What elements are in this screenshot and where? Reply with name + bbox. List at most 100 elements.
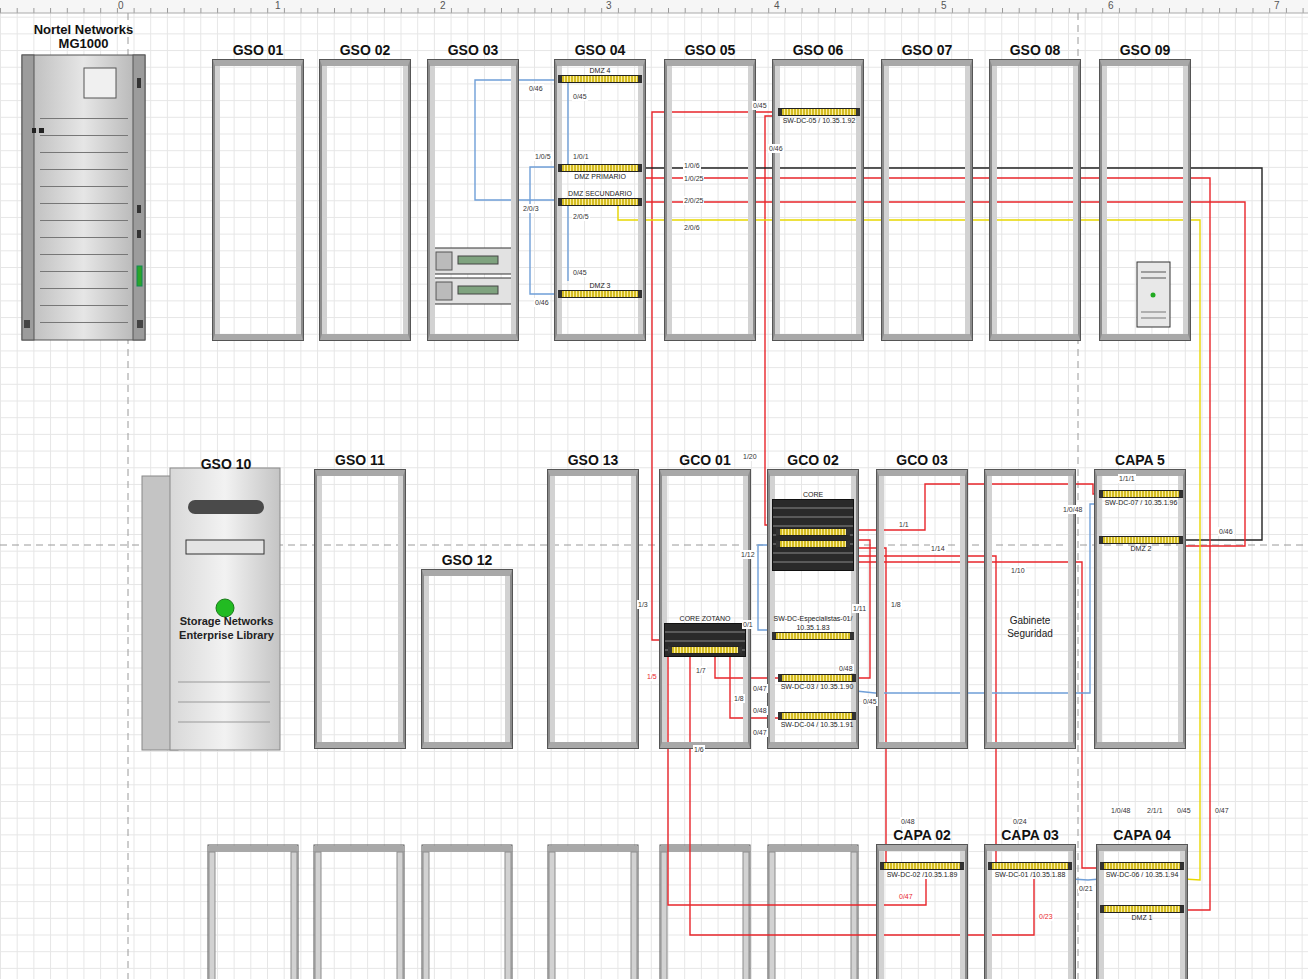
network-switch: SW-DC-06 / 10.35.1.94 xyxy=(1100,862,1184,879)
network-cable xyxy=(618,206,1200,880)
ruler-number: 4 xyxy=(774,0,780,12)
core-switch: CORE xyxy=(772,490,854,571)
rack-title: GSO 07 xyxy=(864,42,990,58)
switch-label: SW-DC-01 /10.35.1.88 xyxy=(988,870,1072,879)
chassis xyxy=(772,499,854,571)
rack-cabinet: GSO 06SW-DC-05 / 10.35.1.92 xyxy=(773,60,863,340)
port-label: 0/47 xyxy=(898,892,914,901)
port-label: 1/0/48 xyxy=(1110,806,1131,815)
network-switch: SW-DC-07 / 10.35.1.96 xyxy=(1099,490,1183,507)
network-cable xyxy=(567,83,568,164)
rack-title: CAPA 03 xyxy=(967,827,1093,843)
switch-ports xyxy=(778,712,856,720)
switch-ports xyxy=(558,164,642,172)
tower-server xyxy=(1137,262,1170,327)
switch-ports xyxy=(1099,536,1183,544)
rack-title: CAPA 04 xyxy=(1079,827,1205,843)
rack-title: GSO 03 xyxy=(410,42,536,58)
network-switch: SW-DC-02 /10.35.1.89 xyxy=(880,862,964,879)
port-label: 1/8 xyxy=(733,694,745,703)
switch-label: CORE xyxy=(772,490,854,499)
network-switch: DMZ 2 xyxy=(1099,536,1183,553)
tape-library: GSO 10Storage Networks Enterprise Librar… xyxy=(142,468,280,750)
port-label: 1/0/25 xyxy=(683,174,704,183)
network-cable xyxy=(642,202,1245,546)
rack-server xyxy=(431,248,515,304)
switch-label: SW-DC-02 /10.35.1.89 xyxy=(880,870,964,879)
rack-title: GSO 01 xyxy=(195,42,321,58)
port-label: 0/46 xyxy=(768,144,784,153)
port-label: 0/24 xyxy=(1012,817,1028,826)
rack-title: GSO 08 xyxy=(972,42,1098,58)
port-label: 2/0/25 xyxy=(683,196,704,205)
rack-title: GCO 02 xyxy=(750,452,876,468)
port-label: 0/46 xyxy=(534,298,550,307)
switch-label: SW-DC-06 / 10.35.1.94 xyxy=(1100,870,1184,879)
ruler-number: 1 xyxy=(275,0,281,12)
rack-cabinet: GSO 03 xyxy=(428,60,518,340)
port-label: 0/45 xyxy=(1176,806,1192,815)
rack-title: GSO 05 xyxy=(647,42,773,58)
port-label: 0/47 xyxy=(1214,806,1230,815)
ruler-number: 7 xyxy=(1274,0,1280,12)
network-cable xyxy=(856,504,1099,693)
network-cable xyxy=(854,548,886,862)
rack-title: CAPA 02 xyxy=(859,827,985,843)
switch-label: DMZ 2 xyxy=(1099,544,1183,553)
port-label: 1/8 xyxy=(890,600,902,609)
pbx-gateway: Nortel Networks MG1000 xyxy=(22,55,145,340)
device-label: Storage Networks Enterprise Library xyxy=(175,614,278,642)
rack-cabinet: GSO 09 xyxy=(1100,60,1190,340)
switch-label: DMZ PRIMARIO xyxy=(558,172,642,181)
network-cable xyxy=(567,206,568,281)
rack-cabinet: GSO 01 xyxy=(213,60,303,340)
ruler-number: 5 xyxy=(941,0,947,12)
rack-title: GSO 06 xyxy=(755,42,881,58)
tape-library-drawing xyxy=(142,468,280,750)
port-label: 1/7 xyxy=(695,666,707,675)
port-label: 1/1/1 xyxy=(1118,474,1136,483)
chassis xyxy=(664,623,746,657)
switch-ports xyxy=(558,290,642,298)
network-switch: DMZ SECUNDARIO xyxy=(558,189,642,206)
empty-rack xyxy=(208,845,858,979)
rack-title: GSO 12 xyxy=(404,552,530,568)
rack-cabinet: GCO 01CORE ZOTANO xyxy=(660,470,750,748)
port-label: 1/10 xyxy=(1010,566,1026,575)
network-cable xyxy=(730,657,778,718)
port-label: 0/47 xyxy=(752,684,768,693)
rack-cabinet: GCO 03 xyxy=(877,470,967,748)
rack-title: GSO 10 xyxy=(172,456,280,472)
rack-cabinet: CAPA 02SW-DC-02 /10.35.1.89 xyxy=(877,845,967,979)
switch-label: SW-DC-05 / 10.35.1.92 xyxy=(778,116,860,125)
ruler-number: 6 xyxy=(1108,0,1114,12)
rack-cabinet: CAPA 5SW-DC-07 / 10.35.1.96DMZ 2 xyxy=(1095,470,1185,748)
switch-ports xyxy=(988,862,1072,870)
rack-cabinet: GSO 13 xyxy=(548,470,638,748)
network-cable xyxy=(642,168,1262,540)
switch-ports xyxy=(778,674,856,682)
network-cable xyxy=(854,556,996,862)
rack-title: Nortel Networks MG1000 xyxy=(17,23,150,51)
port-label: 1/0/6 xyxy=(683,161,701,170)
rack-title: GSO 02 xyxy=(302,42,428,58)
switch-label: DMZ 3 xyxy=(558,281,642,290)
port-label: 0/46 xyxy=(528,84,544,93)
rack-title: GSO 11 xyxy=(297,452,423,468)
switch-ports xyxy=(772,632,854,640)
network-cable xyxy=(1072,879,1100,880)
rack-title: CAPA 5 xyxy=(1077,452,1203,468)
switch-ports xyxy=(1099,490,1183,498)
network-switch: SW-DC-04 / 10.35.1.91 xyxy=(778,712,856,729)
cabinet-label: Gabinete Seguridad xyxy=(993,614,1067,640)
port-label: 0/48 xyxy=(900,817,916,826)
port-label: 1/5 xyxy=(646,672,658,681)
rack-title: GSO 09 xyxy=(1082,42,1208,58)
port-label: 1/12 xyxy=(740,550,756,559)
rack-cabinet: CAPA 04SW-DC-06 / 10.35.1.94DMZ 1 xyxy=(1097,845,1187,979)
pbx-gateway-drawing xyxy=(22,55,145,340)
network-cable xyxy=(642,178,1210,910)
port-label: 0/23 xyxy=(1038,912,1054,921)
rack-cabinet: GSO 11 xyxy=(315,470,405,748)
